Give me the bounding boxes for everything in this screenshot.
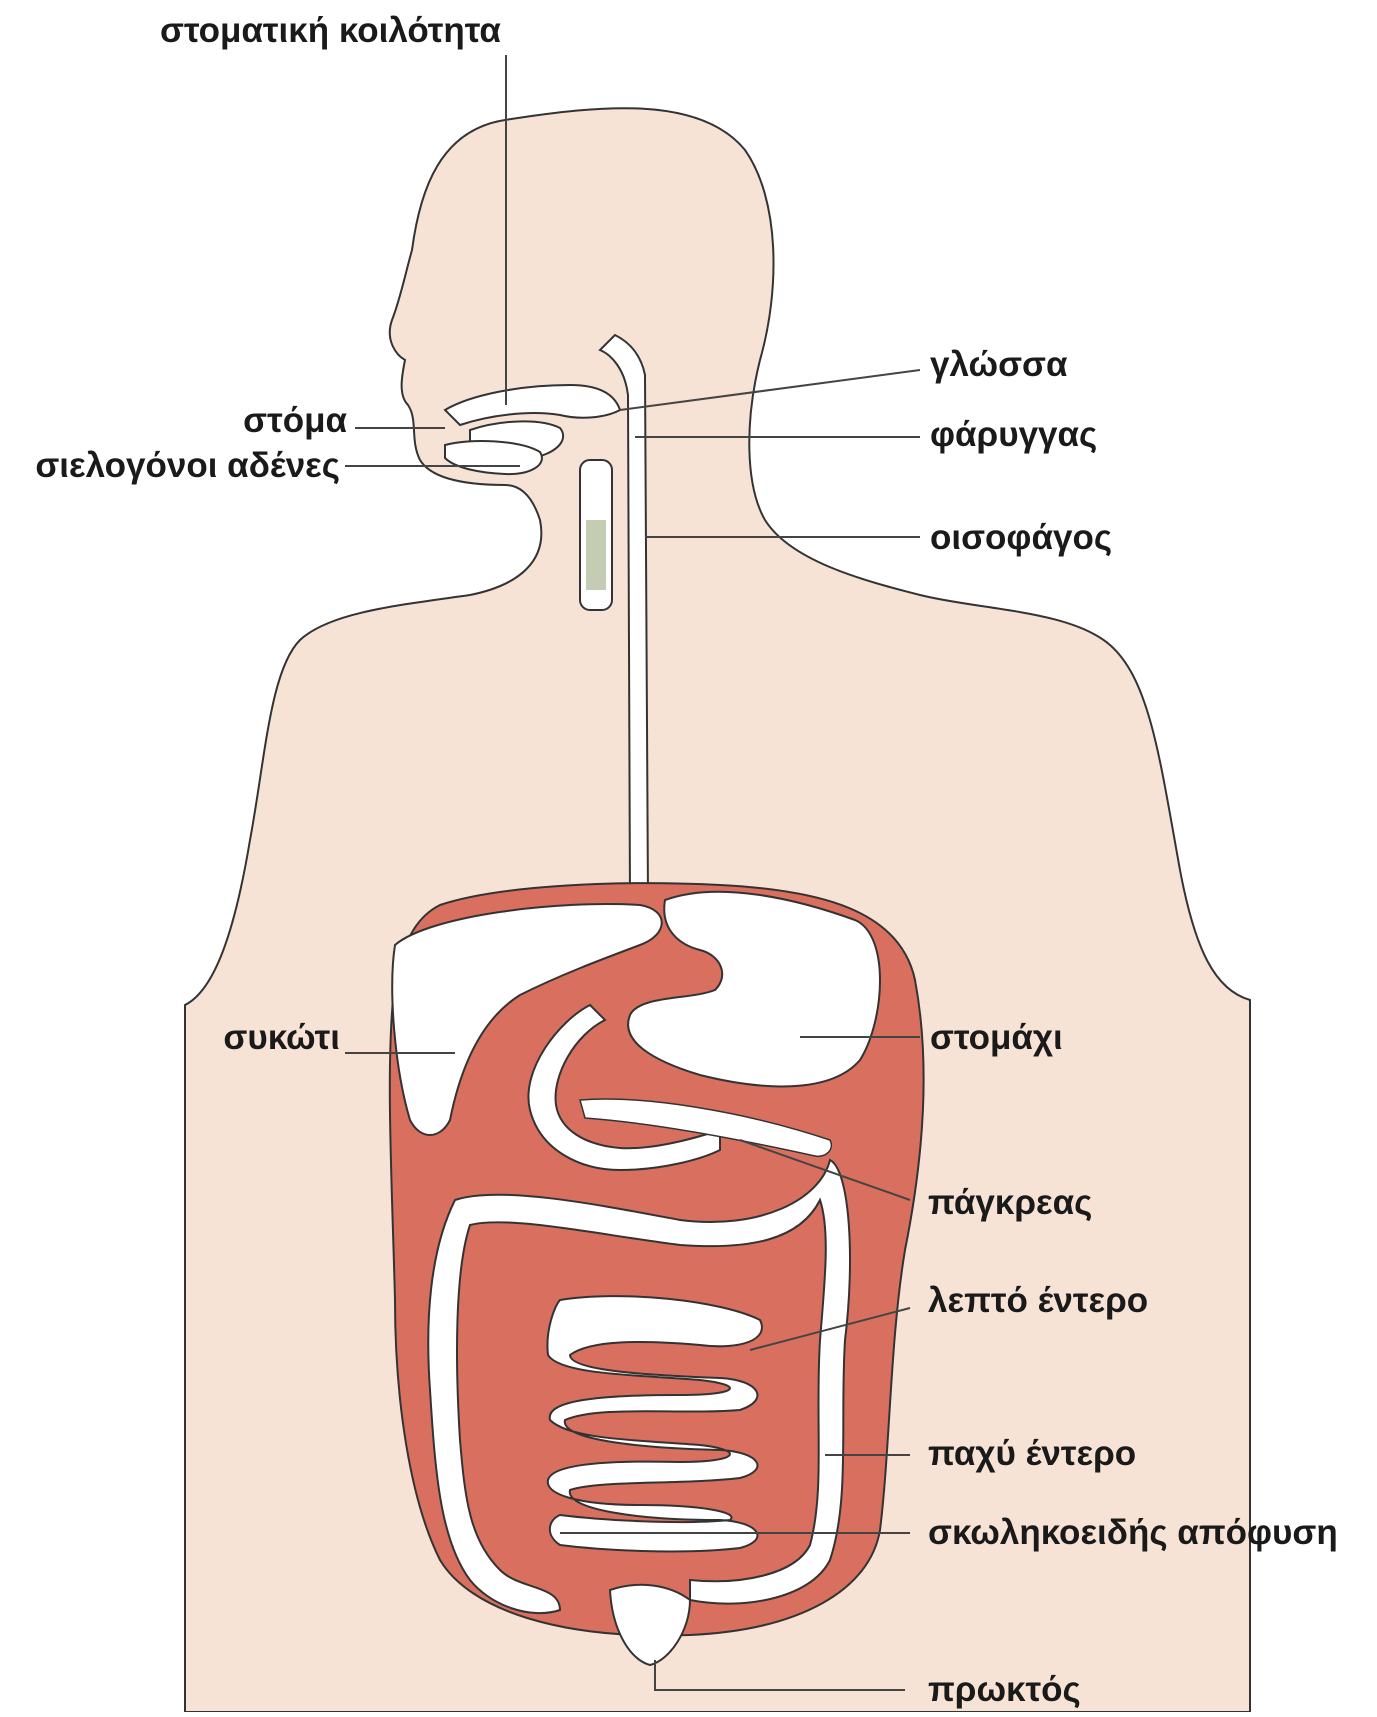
- label-salivary-glands: σιελογόνοι αδένες: [35, 448, 340, 483]
- label-pharynx: φάρυγγας: [930, 417, 1097, 452]
- label-anus: πρωκτός: [928, 1672, 1081, 1707]
- label-esophagus: οισοφάγος: [930, 520, 1112, 555]
- label-liver: συκώτι: [223, 1020, 340, 1055]
- label-pancreas: πάγκρεας: [928, 1185, 1092, 1220]
- label-large-intestine: παχύ έντερο: [928, 1436, 1136, 1471]
- label-stomach: στομάχι: [930, 1020, 1063, 1055]
- label-small-intestine: λεπτό έντερο: [928, 1283, 1148, 1318]
- label-tongue: γλώσσα: [930, 347, 1067, 382]
- label-mouth: στόμα: [243, 403, 347, 438]
- label-oral-cavity: στοματική κοιλότητα: [160, 13, 501, 48]
- label-appendix: σκωληκοειδής απόφυση: [928, 1515, 1338, 1550]
